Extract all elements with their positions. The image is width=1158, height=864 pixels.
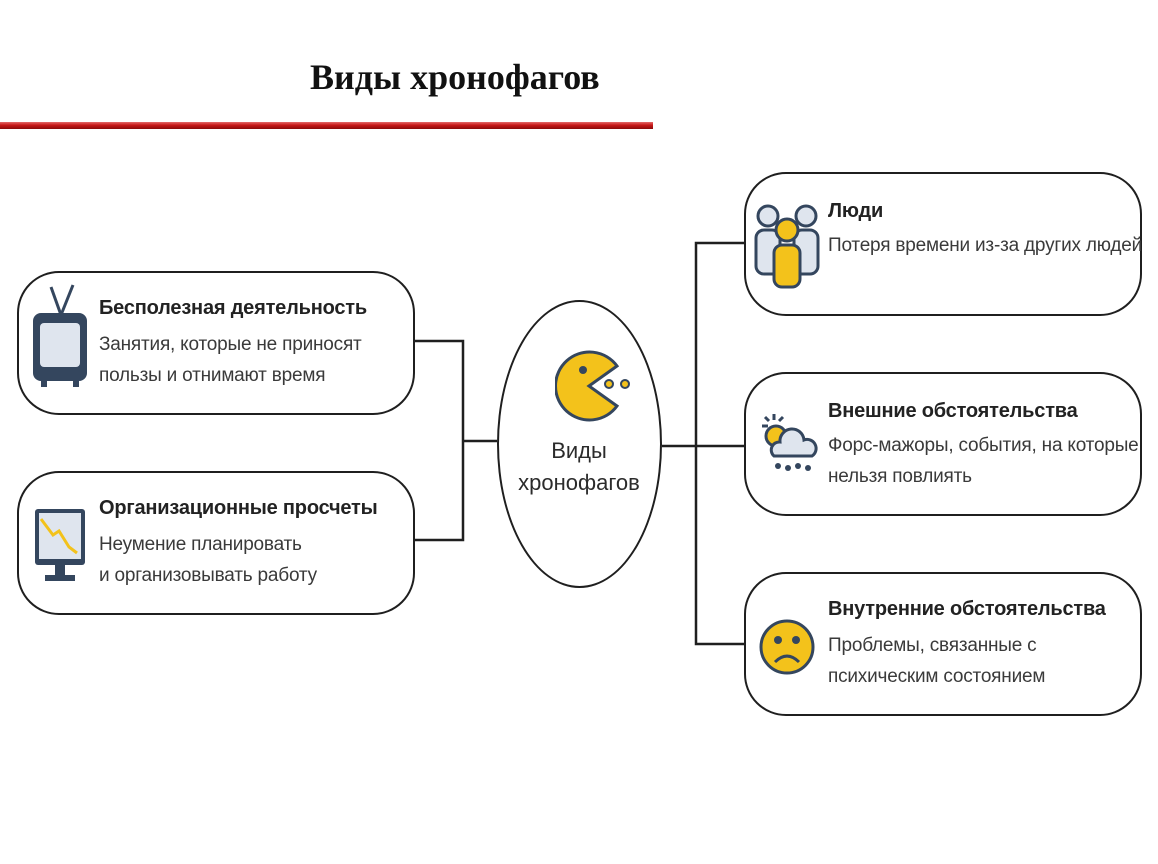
card-external-circumstances: Внешние обстоятельства Форс-мажоры, собы…	[744, 372, 1142, 516]
card-heading: Организационные просчеты	[99, 497, 378, 519]
monitor-chart-icon	[35, 509, 85, 581]
card-heading: Внутренние обстоятельства	[828, 598, 1106, 620]
title-underline	[0, 122, 653, 129]
card-description: Проблемы, связанные с психическим состоя…	[828, 635, 1046, 687]
card-heading: Бесполезная деятельность	[99, 297, 367, 319]
sad-face-icon	[759, 619, 815, 675]
card-description: Форс-мажоры, события, на которые нельзя …	[828, 435, 1139, 487]
people-icon	[754, 204, 820, 289]
card-description: Занятия, которые не приносят пользы и от…	[99, 334, 362, 386]
central-node: Виды хронофагов	[497, 300, 662, 588]
central-node-label: Виды хронофагов	[518, 438, 640, 495]
card-heading: Внешние обстоятельства	[828, 400, 1078, 422]
card-description: Неумение планировать и организовывать ра…	[99, 534, 317, 586]
card-internal-circumstances: Внутренние обстоятельства Проблемы, связ…	[744, 572, 1142, 716]
tv-icon	[33, 284, 87, 387]
card-useless-activity: Бесполезная деятельность Занятия, которы…	[17, 271, 415, 415]
card-description: Потеря времени из-за других людей	[828, 235, 1143, 256]
weather-icon	[762, 414, 818, 471]
page-title: Виды хронофагов	[310, 57, 600, 97]
pacman-icon	[555, 350, 630, 422]
card-people: Люди Потеря времени из-за других людей	[744, 172, 1142, 316]
card-heading: Люди	[828, 200, 884, 222]
card-organizational-mistakes: Организационные просчеты Неумение планир…	[17, 471, 415, 615]
